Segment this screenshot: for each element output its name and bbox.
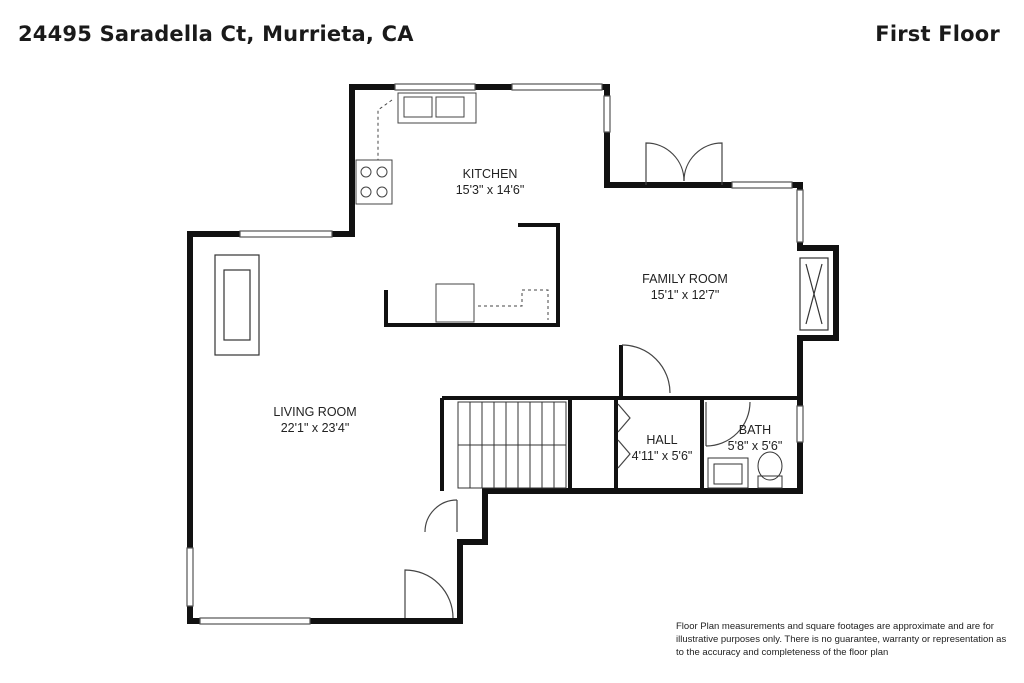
room-label-kitchen: KITCHEN 15'3" x 14'6" (430, 166, 550, 198)
stairs (457, 401, 567, 489)
room-name: LIVING ROOM (273, 405, 357, 419)
floor-title: First Floor (875, 22, 1000, 46)
property-address: 24495 Saradella Ct, Murrieta, CA (18, 22, 414, 46)
windows (186, 83, 804, 625)
room-label-family-room: FAMILY ROOM 15'1" x 12'7" (620, 271, 750, 303)
room-name: BATH (738, 423, 772, 437)
doors (404, 142, 751, 619)
interior-walls (384, 223, 800, 491)
bath-fixtures (707, 451, 783, 489)
disclaimer-text: Floor Plan measurements and square foota… (676, 621, 1007, 658)
room-dimensions: 4'11" x 5'6" (631, 449, 693, 463)
kitchen-fixtures (355, 92, 549, 323)
room-dimensions: 15'3" x 14'6" (455, 183, 525, 197)
room-name: KITCHEN (462, 167, 518, 181)
fireplace (799, 257, 829, 331)
room-dimensions: 5'8" x 5'6" (727, 439, 783, 453)
room-label-living-room: LIVING ROOM 22'1" x 23'4" (255, 404, 375, 436)
room-name: FAMILY ROOM (642, 272, 728, 286)
exterior-walls (187, 84, 839, 624)
room-name: HALL (646, 433, 678, 447)
room-label-hall: HALL 4'11" x 5'6" (620, 432, 704, 464)
room-dimensions: 15'1" x 12'7" (650, 288, 720, 302)
living-room-furniture (214, 254, 260, 356)
room-dimensions: 22'1" x 23'4" (280, 421, 350, 435)
room-label-bath: BATH 5'8" x 5'6" (720, 422, 790, 454)
